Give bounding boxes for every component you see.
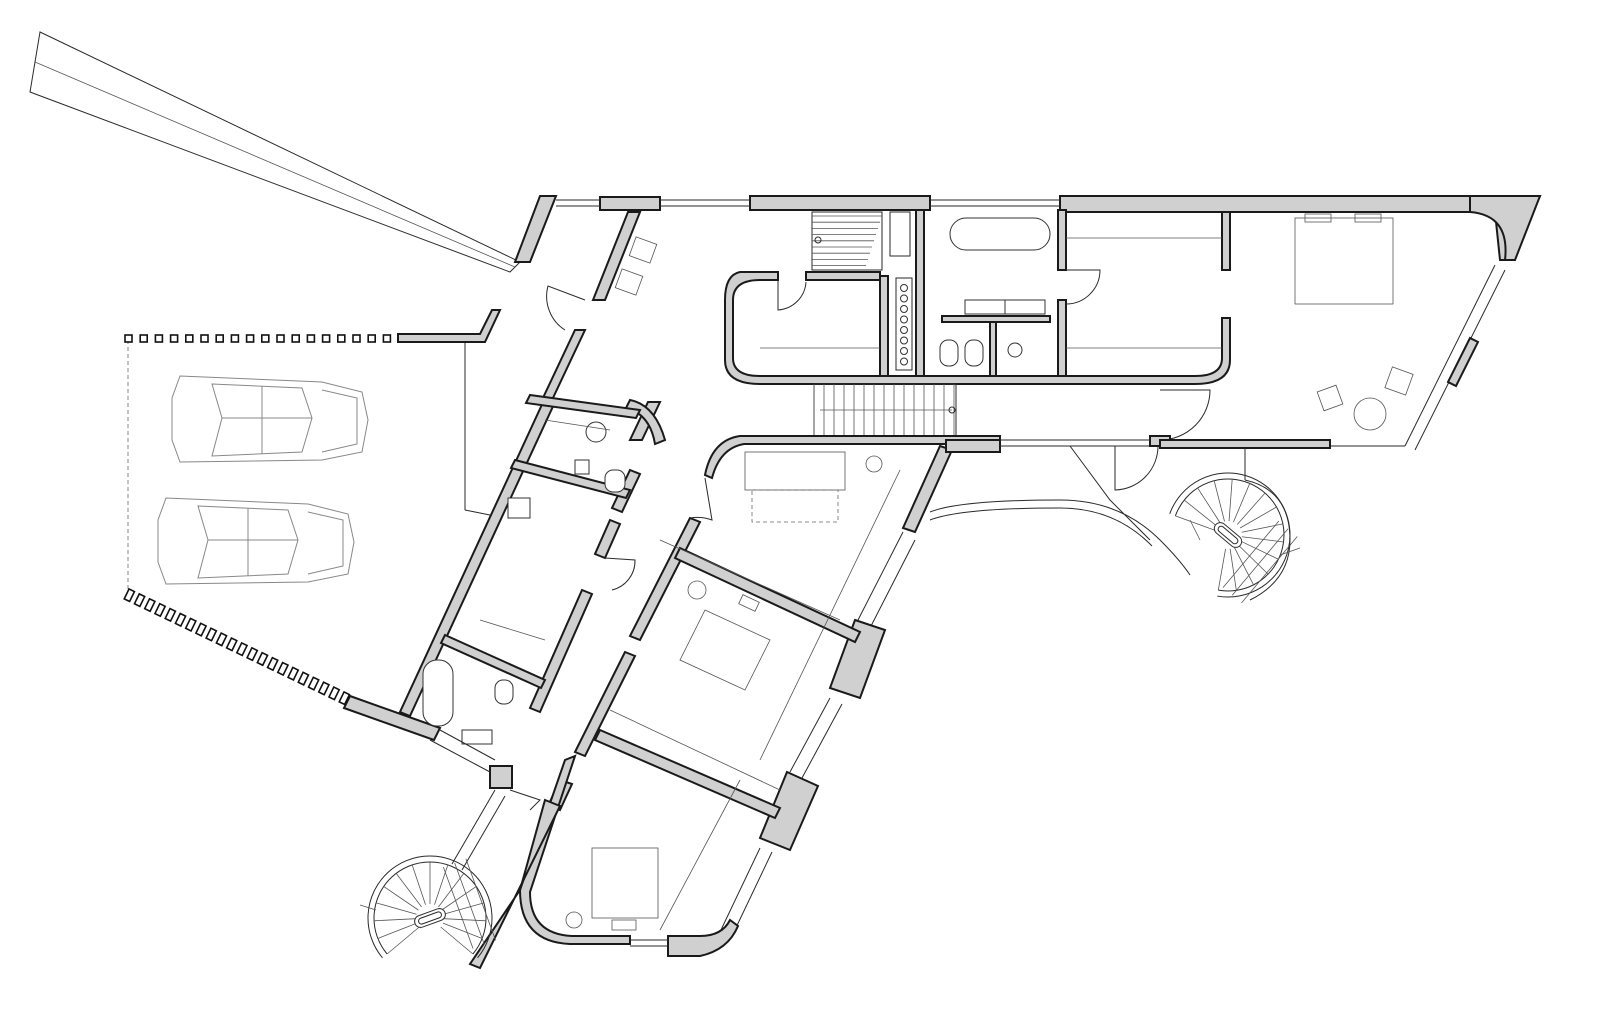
south-wing (468, 435, 1001, 970)
entry-wall-left (513, 195, 558, 263)
sitting-area (1316, 366, 1414, 431)
car-top (171, 375, 369, 463)
sofa-south (744, 451, 883, 523)
stair-center (813, 383, 957, 437)
spiral-stair-east (1169, 472, 1301, 604)
toilet-north (939, 339, 959, 367)
garage-area (123, 309, 502, 742)
bed-south-2 (565, 847, 659, 931)
bed-south-1 (679, 580, 771, 691)
garage-post-row-top (124, 334, 392, 343)
terrace (929, 439, 1246, 576)
canopy-outline (29, 31, 521, 273)
car-bottom (157, 497, 355, 585)
shelf-dots (895, 277, 913, 371)
sink-north (964, 299, 1006, 315)
garage-post-row-diagonal (123, 587, 351, 706)
garage-wall-bottom (342, 694, 442, 742)
bathtub-north (949, 217, 1051, 251)
spiral-stair-west (359, 789, 506, 959)
entry-hall (540, 211, 667, 446)
east-column-1 (828, 618, 887, 700)
south-corner-wall (468, 798, 562, 970)
west-rooms (398, 393, 642, 812)
stair-upper (811, 211, 883, 271)
north-wing (513, 195, 1542, 451)
bed-master (1294, 213, 1394, 305)
bathtub-west (422, 659, 454, 727)
garage-wall-top (397, 309, 502, 343)
